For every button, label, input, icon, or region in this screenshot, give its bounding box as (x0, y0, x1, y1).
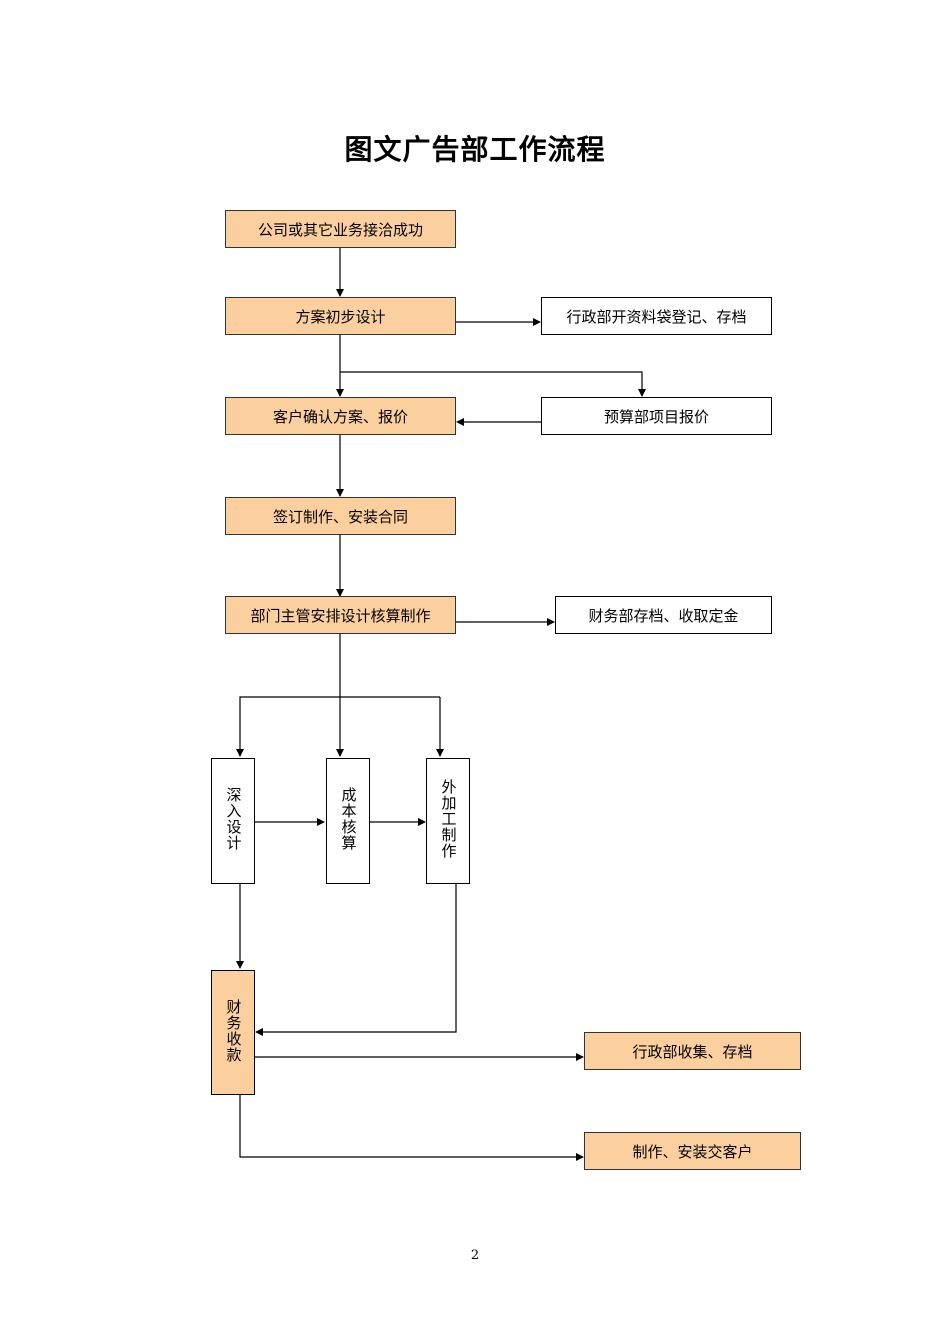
step-label: 制作、安装交客户 (632, 1142, 753, 1161)
step-label: 公司或其它业务接洽成功 (257, 220, 423, 239)
step-label: 预算部项目报价 (603, 407, 709, 426)
step-business-success: 公司或其它业务接洽成功 (225, 210, 456, 248)
step-budget-quote: 预算部项目报价 (541, 397, 772, 435)
step-initial-design: 方案初步设计 (225, 297, 456, 335)
arrow-outsourcing-to-collect (255, 884, 457, 1036)
step-label: 签订制作、安装合同 (272, 507, 408, 526)
arrow-branch-to-deep-design (236, 696, 440, 757)
step-label: 财务部存档、收取定金 (588, 606, 739, 625)
step-sign-contract: 签订制作、安装合同 (225, 497, 456, 535)
step-label: 外加工制作 (439, 779, 458, 859)
step-deliver: 制作、安装交客户 (584, 1132, 801, 1170)
step-label: 行政部收集、存档 (632, 1042, 753, 1061)
step-cost-calc: 成本核算 (326, 758, 370, 884)
step-admin-register: 行政部开资料袋登记、存档 (541, 297, 772, 335)
step-label: 深入设计 (224, 787, 243, 851)
step-label: 客户确认方案、报价 (272, 407, 408, 426)
step-label: 部门主管安排设计核算制作 (250, 606, 431, 625)
step-outsourcing: 外加工制作 (426, 758, 470, 884)
step-label: 财务收款 (224, 999, 243, 1063)
arrow-collect-to-deliver (239, 1094, 584, 1161)
step-dept-arrange: 部门主管安排设计核算制作 (225, 596, 456, 634)
arrow-design-to-budget (340, 371, 646, 397)
step-deep-design: 深入设计 (211, 758, 255, 884)
step-finance-collect: 财务收款 (211, 970, 255, 1095)
page-number: 2 (470, 1248, 480, 1263)
step-label: 成本核算 (339, 787, 358, 851)
step-label: 行政部开资料袋登记、存档 (566, 307, 747, 326)
step-admin-collect: 行政部收集、存档 (584, 1032, 801, 1070)
page-title: 图文广告部工作流程 (344, 133, 606, 166)
step-finance-archive: 财务部存档、收取定金 (555, 596, 772, 634)
step-label: 方案初步设计 (295, 307, 386, 326)
step-customer-confirm: 客户确认方案、报价 (225, 397, 456, 435)
